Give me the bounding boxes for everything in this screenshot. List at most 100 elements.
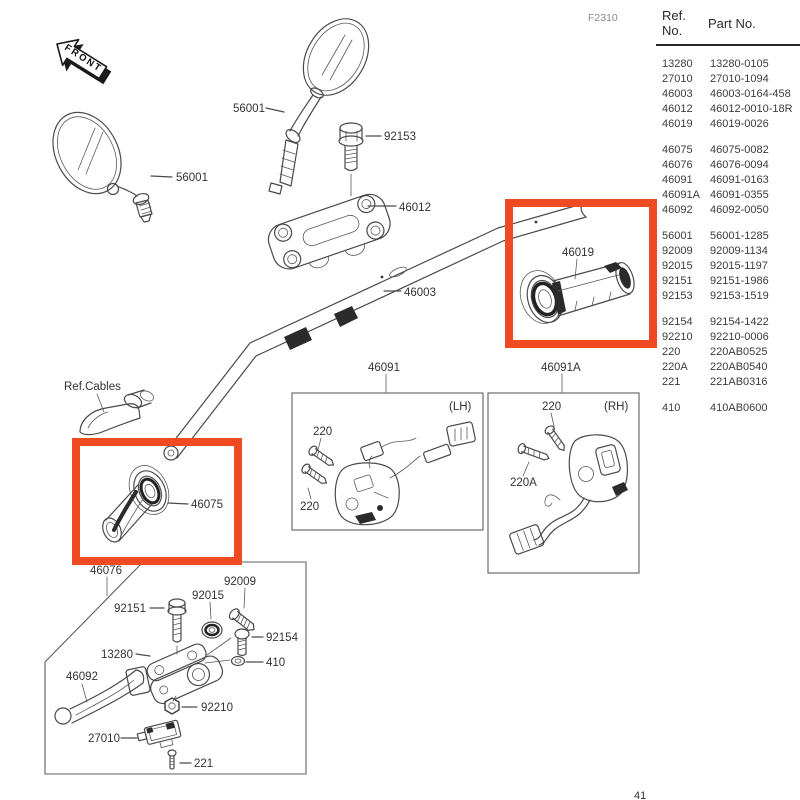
ref-no: 46012 [662,103,693,115]
part-no: 46076-0094 [710,159,769,171]
lever-assy-callout: 46076 [90,565,122,597]
callout-220-rh: 220 [542,401,561,413]
callout-27010: 27010 [88,733,120,745]
ref-no: 410 [662,402,681,414]
part-no: 92009-1134 [710,245,768,257]
ref-no: 92153 [662,290,693,302]
callout-46012: 46012 [399,202,431,214]
ref-no: 92009 [662,245,693,257]
callout-46075: 46075 [191,499,223,511]
part-no: 46019-0026 [710,118,769,130]
page-number: 41 [634,790,646,800]
callout-220-lh-top: 220 [313,426,332,438]
part-no: 220AB0540 [710,361,768,373]
table-row: 410 410AB0600 [656,401,800,416]
callout-46003: 46003 [404,287,436,299]
callout-13280: 13280 [101,649,133,661]
table-row: 46075 46075-0082 [656,143,800,158]
clamp-46012: 46012 [267,193,431,270]
throttle-grip-46019: 46019 [519,247,635,324]
ref-no: 92210 [662,331,693,343]
callout-46091a: 46091A [541,362,581,374]
mirror-left: 56001 [52,111,208,223]
parts-table-header: Ref. No. Part No. [656,0,800,38]
part-no-header: Part No. [708,15,756,31]
callout-ref-cables: Ref.Cables [64,381,121,393]
cable-guide: Ref.Cables [64,381,155,436]
highlight-box-46075 [72,438,242,565]
ref-no: 13280 [662,58,693,70]
callout-46076: 46076 [90,565,122,577]
part-no: 46091-0355 [710,189,769,201]
callout-220-lh-bottom: 220 [300,501,319,513]
part-no: 13280-0105 [710,58,769,70]
table-row: 56001 56001-1285 [656,229,800,244]
ref-no: 46003 [662,88,693,100]
part-no: 410AB0600 [710,402,768,414]
callout-46091: 46091 [368,362,400,374]
table-row: 221 221AB0316 [656,375,800,390]
callout-92015: 92015 [192,590,224,602]
nut-92210: 92210 [164,695,233,715]
ref-no: 46091 [662,174,693,186]
part-no: 46012-0010-18R [710,103,793,115]
callout-410: 410 [266,657,285,669]
ref-no: 56001 [662,230,693,242]
table-row: 92153 92153-1519 [656,289,800,304]
callout-mirror-left: 56001 [176,172,208,184]
left-grip-46075: 46075 [102,465,223,543]
rh-tag: (RH) [604,401,628,413]
part-no: 92154-1422 [710,316,769,328]
part-no: 221AB0316 [710,376,768,388]
table-row: 13280 13280-0105 [656,57,800,72]
switch-27010: 27010 [88,719,182,749]
part-no: 92210-0006 [710,331,769,343]
switch-box-rh: 46091A (RH) 220 220A [487,362,640,574]
screw-221: 221 [167,749,213,770]
part-no: 27010-1094 [710,73,769,85]
ref-no-header: Ref. No. [662,8,686,38]
holder-13280: 13280 [101,643,224,705]
callout-mirror-right: 56001 [233,103,265,115]
figure-code: F2310 [588,12,618,24]
part-no: 92153-1519 [710,290,769,302]
callout-92210: 92210 [201,702,233,714]
screw-92009: 92009 [224,576,256,631]
callout-92153: 92153 [384,131,416,143]
ref-no: 46091A [662,189,700,201]
switch-box-lh: 46091 (LH) 220 220 [291,362,484,531]
table-row: 220A 220AB0540 [656,360,800,375]
parts-table: Ref. No. Part No. 13280 13280-0105 27010 2… [656,0,800,416]
part-no: 46075-0082 [710,144,769,156]
callout-46019: 46019 [562,247,594,259]
handlebar: 46003 [163,203,587,461]
callout-46092: 46092 [66,671,98,683]
callout-92151: 92151 [114,603,146,615]
ref-no: 46019 [662,118,693,130]
ref-no: 92154 [662,316,693,328]
mirror-right: 56001 [233,18,370,195]
part-no: 56001-1285 [710,230,769,242]
table-header-rule [656,44,800,46]
table-row: 92154 92154-1422 [656,315,800,330]
callout-92009: 92009 [224,576,256,588]
table-row: 46019 46019-0026 [656,117,800,132]
part-no: 220AB0525 [710,346,768,358]
ref-no: 27010 [662,73,693,85]
front-arrow: FRONT [56,38,112,85]
ref-no: 220A [662,361,688,373]
ref-no: 46075 [662,144,693,156]
highlight-box-46019 [505,199,657,348]
ref-no: 92151 [662,275,693,287]
ref-no: 221 [662,376,681,388]
ref-no: 46092 [662,204,693,216]
